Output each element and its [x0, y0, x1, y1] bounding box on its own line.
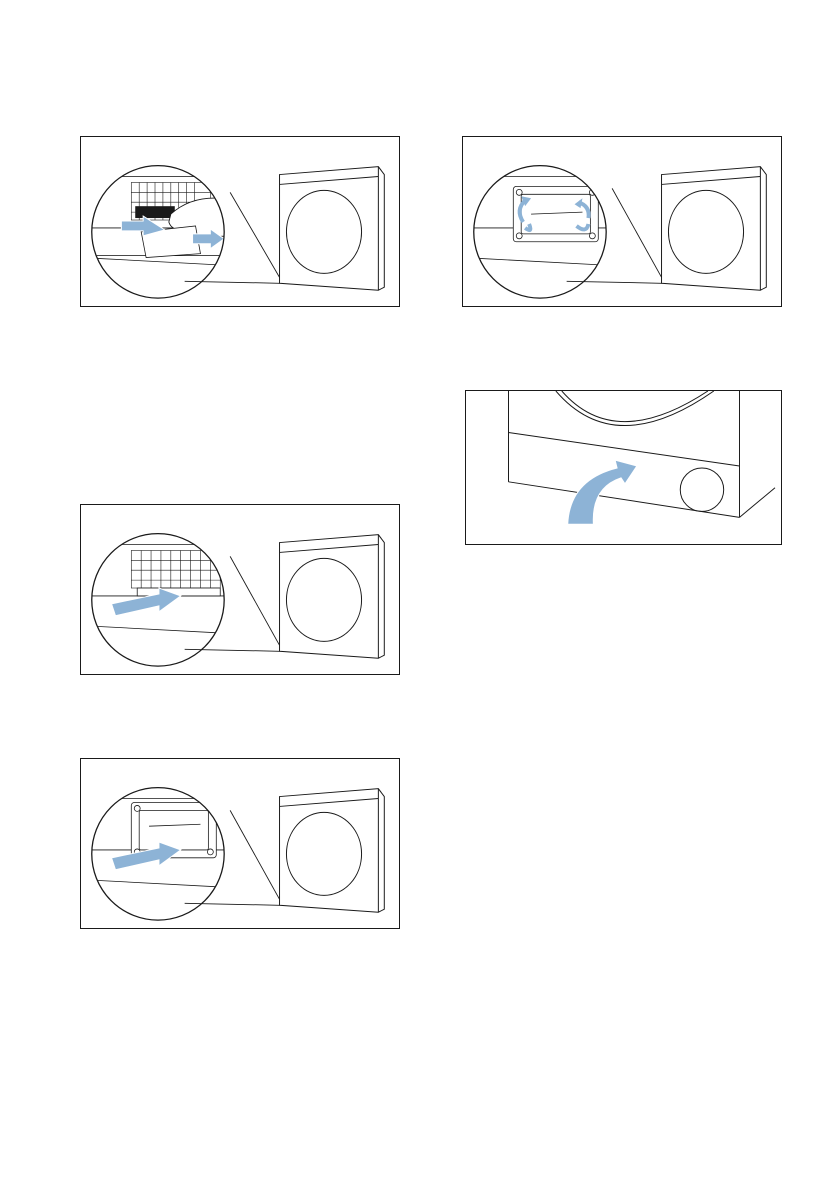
- dryer-door-icon: [286, 190, 361, 273]
- insert-frame-drawing: [81, 759, 399, 928]
- lock-levers-illustration: [462, 136, 782, 307]
- remove-filter-illustration: [80, 136, 400, 307]
- zoom-detail: [82, 505, 230, 633]
- zoom-detail: [82, 759, 230, 887]
- insert-filter-drawing: [81, 505, 399, 674]
- flap-knob: [680, 468, 723, 511]
- insert-frame-illustration: [80, 758, 400, 929]
- door-arc: [556, 391, 714, 426]
- dryer-outline: [662, 167, 767, 291]
- dryer-outline: [280, 535, 385, 659]
- dryer-door-icon: [286, 812, 361, 895]
- insert-filter-illustration: [80, 504, 400, 675]
- dryer-door-icon: [668, 190, 743, 273]
- close-flap-illustration: [465, 390, 782, 545]
- close-flap-drawing: [466, 391, 781, 544]
- dryer-outline: [280, 789, 385, 913]
- zoom-detail: [82, 137, 230, 265]
- dryer-door-icon: [286, 558, 361, 641]
- curved-up-arrow: [568, 460, 637, 524]
- dryer-outline: [280, 167, 385, 291]
- lock-levers-drawing: [463, 137, 781, 306]
- filter-frame: [513, 186, 598, 241]
- zoom-detail: [464, 137, 612, 265]
- dryer-front: [509, 391, 776, 517]
- remove-filter-drawing: [81, 137, 399, 306]
